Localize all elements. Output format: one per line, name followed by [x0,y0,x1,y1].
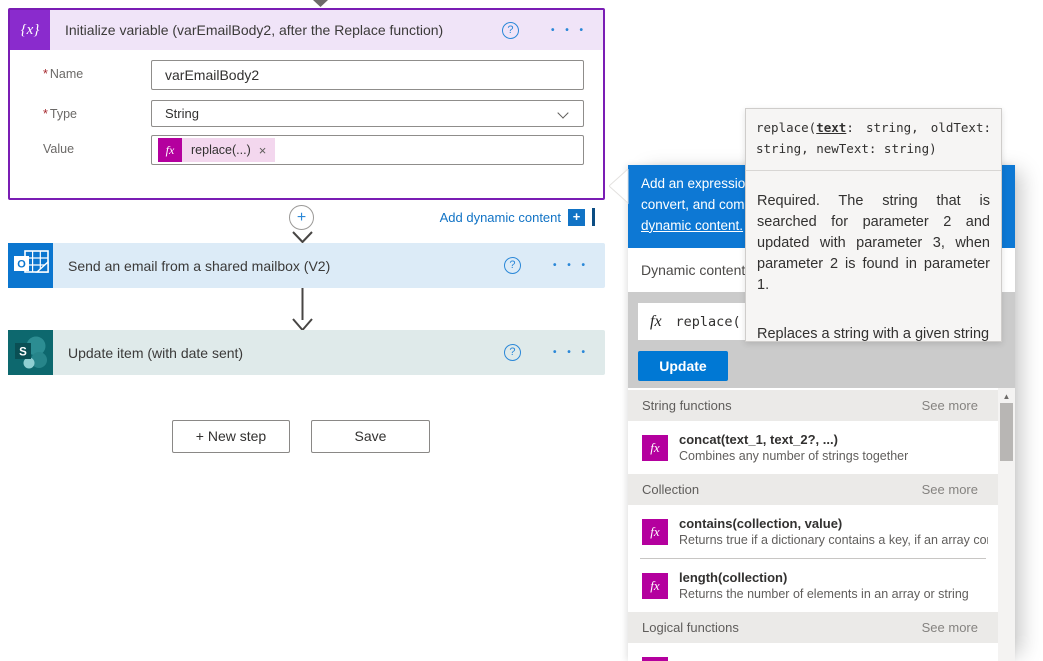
function-item-length[interactable]: fx length(collection) Returns the number… [628,559,998,612]
action-card-send-email[interactable]: O Send an email from a shared mailbox (V… [8,243,605,288]
function-item-concat[interactable]: fx concat(text_1, text_2?, ...) Combines… [628,421,998,474]
menu-ellipsis-icon[interactable]: • • • [550,24,587,36]
chip-label: replace(...) [191,143,251,157]
function-item-contains[interactable]: fx contains(collection, value) Returns t… [628,505,998,558]
fx-icon: fx [158,138,182,162]
see-more-link[interactable]: See more [921,482,978,497]
function-item-if[interactable]: fx if(expression, valueIfTrue, valueIfFa… [628,643,998,661]
scrollbar[interactable]: ▲ [998,388,1015,661]
fx-icon: fx [650,312,662,330]
function-list: String functions See more fx concat(text… [628,388,998,661]
scroll-up-icon[interactable]: ▲ [1002,392,1011,401]
tab-dynamic-content[interactable]: Dynamic content [641,262,746,278]
name-input[interactable]: varEmailBody2 [151,60,584,90]
see-more-link[interactable]: See more [921,398,978,413]
name-label: *Name [43,67,84,81]
value-input[interactable]: fx replace(...) × [151,135,584,165]
expression-chip[interactable]: fx replace(...) × [158,138,276,162]
dynamic-content-learn-more-link[interactable]: dynamic content. [641,217,744,233]
add-dynamic-content-row: Add dynamic content + [440,208,595,226]
value-label: Value [43,142,75,156]
tooltip-param-description: Required. The string that is searched fo… [757,192,990,293]
help-icon[interactable]: ? [503,257,521,274]
card-body: *Name varEmailBody2 *Type String Value f… [10,50,603,226]
connector-arrow-2 [292,288,313,332]
connector-arrow-1 [292,231,313,244]
card-title: Update item (with date sent) [68,344,244,361]
section-header-logical-functions: Logical functions See more [628,612,998,643]
fx-icon: fx [642,572,668,599]
section-header-collection: Collection See more [628,474,998,505]
plus-icon[interactable]: + [568,208,585,226]
sharepoint-icon: S [8,330,53,375]
svg-text:O: O [17,259,26,271]
text-caret [592,208,595,226]
save-button[interactable]: Save [311,420,430,453]
update-button[interactable]: Update [638,351,728,381]
connector-arrow-top [313,0,328,7]
help-icon[interactable]: ? [501,21,519,39]
required-marker: * [43,107,48,121]
function-tooltip: replace(text: string, oldText: string, n… [745,108,1002,342]
outlook-icon: O [8,243,53,288]
type-select[interactable]: String [151,100,584,127]
scrollbar-thumb[interactable] [1000,403,1013,461]
fx-icon: fx [642,518,668,545]
new-step-button[interactable]: + New step [172,420,290,453]
required-marker: * [43,67,48,81]
svg-text:S: S [19,347,27,359]
help-icon[interactable]: ? [503,344,521,361]
list-divider [640,558,986,559]
card-header[interactable]: {x} Initialize variable (varEmailBody2, … [10,10,603,50]
tooltip-summary: Replaces a string with a given string [757,325,990,342]
tooltip-param-highlight: text [816,120,847,135]
fx-icon: fx [642,434,668,461]
variable-icon: {x} [10,10,50,50]
chevron-down-icon [557,107,569,119]
callout-beak [609,169,629,205]
insert-step-button[interactable]: + [289,205,314,230]
tooltip-signature: replace(text: string, oldText: string, n… [746,109,1001,171]
type-label: *Type [43,107,77,121]
card-title: Send an email from a shared mailbox (V2) [68,257,331,274]
section-header-string-functions: String functions See more [628,390,998,421]
action-card-initialize-variable[interactable]: {x} Initialize variable (varEmailBody2, … [8,8,605,226]
menu-ellipsis-icon[interactable]: • • • [552,260,589,271]
card-title: Initialize variable (varEmailBody2, afte… [65,22,444,38]
close-icon[interactable]: × [258,142,267,158]
add-dynamic-content-link[interactable]: Add dynamic content [439,209,561,225]
menu-ellipsis-icon[interactable]: • • • [552,347,589,358]
action-card-update-item[interactable]: S Update item (with date sent) ? • • • [8,330,605,375]
fx-icon: fx [642,656,668,661]
see-more-link[interactable]: See more [921,620,978,635]
